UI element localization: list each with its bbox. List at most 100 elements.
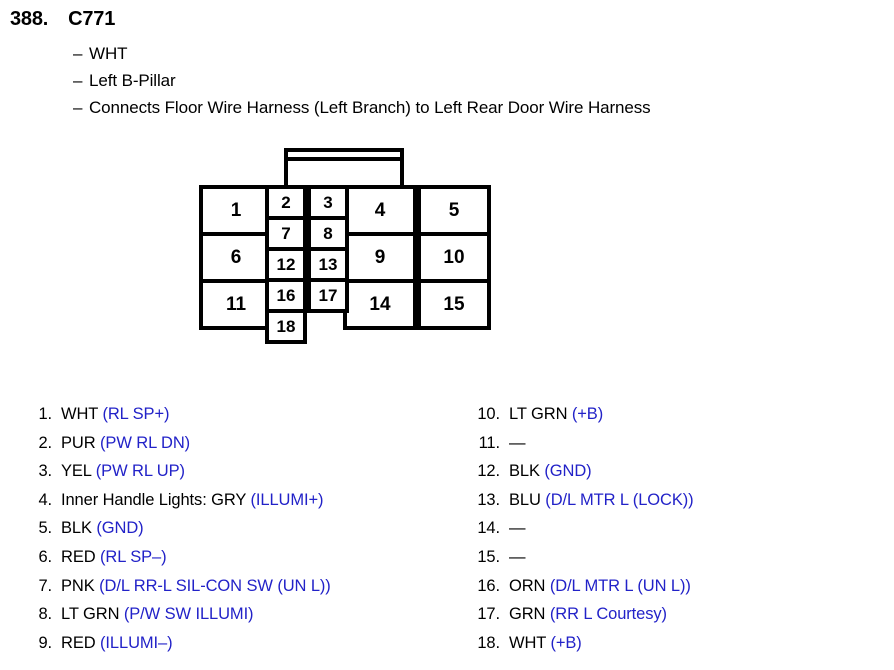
connector-pin-7[interactable]: 7 (265, 216, 307, 251)
pin-signal-name: (P/W SW ILLUMI) (123, 605, 254, 624)
header-bullet-connects: –Connects Floor Wire Harness (Left Branc… (73, 98, 651, 118)
pin-number: 9. (38, 633, 52, 652)
dash-icon: – (73, 44, 83, 63)
pin-number: 11. (478, 433, 501, 452)
connector-pin-label: 2 (281, 192, 291, 212)
header-bullet-text: WHT (89, 44, 128, 63)
pin-number: 3. (38, 462, 52, 481)
pin-wire-color: RED (61, 547, 101, 566)
pin-number: 7. (38, 576, 52, 595)
pin-number: 17. (477, 605, 500, 624)
pin-number: 16. (477, 576, 500, 595)
connector-pin-10[interactable]: 10 (417, 232, 491, 283)
pin-unused-mark: — (509, 519, 526, 538)
connector-pin-label: 18 (276, 316, 296, 336)
connector-pin-label: 6 (230, 246, 242, 268)
pin-list-right-column: 10.LT GRN (+B) 11. — 12.BLK (GND)13.BLU (D/… (470, 400, 890, 657)
pin-signal-name: (+B) (550, 633, 582, 652)
connector-latch (284, 148, 404, 190)
entry-number: 388. (10, 8, 49, 30)
pin-signal-name: (RL SP–) (100, 547, 167, 566)
pin-list-item: 2. PUR (PW RL DN) (22, 429, 462, 458)
pin-list-item: 9. RED (ILLUMI–) (22, 629, 462, 658)
pin-number: 13. (477, 490, 500, 509)
pin-signal-name: (RL SP+) (102, 405, 170, 423)
pin-unused-mark: — (509, 433, 526, 452)
connector-pin-label: 9 (374, 246, 386, 268)
pin-list-item: 8.LT GRN (P/W SW ILLUMI) (22, 600, 462, 629)
pin-list-item: 12.BLK (GND) (470, 457, 890, 486)
pin-number: 10. (477, 405, 500, 423)
connector-pin-18[interactable]: 18 (265, 309, 307, 344)
header-bullet-color: –WHT (73, 44, 128, 64)
connector-pin-9[interactable]: 9 (343, 232, 417, 283)
connector-pin-5[interactable]: 5 (417, 185, 491, 236)
pin-list-item: 3.YEL (PW RL UP) (22, 457, 462, 486)
dash-icon: – (73, 98, 83, 117)
pin-list-left-column: 1.WHT (RL SP+) 2. PUR (PW RL DN) 3.YEL (PW … (22, 400, 462, 657)
connector-pin-17[interactable]: 17 (307, 278, 349, 313)
connector-pin-13[interactable]: 13 (307, 247, 349, 282)
pin-list-item: 1.WHT (RL SP+) (22, 400, 462, 429)
connector-pin-label: 3 (323, 192, 333, 212)
connector-pin-label: 12 (276, 254, 296, 274)
connector-pin-1[interactable]: 1 (199, 185, 273, 236)
pin-list-item: 14. — (470, 514, 890, 543)
pin-list-item: 16. ORN (D/L MTR L (UN L)) (470, 572, 890, 601)
connector-pin-16[interactable]: 16 (265, 278, 307, 313)
connector-pin-label: 8 (323, 223, 333, 243)
connector-pin-6[interactable]: 6 (199, 232, 273, 283)
connector-pin-12[interactable]: 12 (265, 247, 307, 282)
pin-signal-name: (PW RL UP) (95, 462, 185, 481)
pin-wire-color: GRN (509, 605, 550, 624)
connector-pin-15[interactable]: 15 (417, 279, 491, 330)
connector-pin-4[interactable]: 4 (343, 185, 417, 236)
connector-pin-label: 16 (276, 285, 296, 305)
pin-assignment-list: 1.WHT (RL SP+)2.PUR (PW RL DN)3.YEL (PW … (0, 400, 894, 670)
connector-pin-3[interactable]: 3 (307, 185, 349, 220)
header-bullet-text: Left B-Pillar (89, 71, 176, 90)
connector-pin-11[interactable]: 11 (199, 279, 273, 330)
connector-pin-2[interactable]: 2 (265, 185, 307, 220)
pin-wire-color: ORN (509, 576, 550, 595)
pin-number: 2. (38, 433, 52, 452)
connector-pin-label: 10 (443, 246, 465, 268)
pin-list-item: 17.GRN (RR L Courtesy) (470, 600, 890, 629)
pin-list-item: 15. — (470, 543, 890, 572)
connector-pin-8[interactable]: 8 (307, 216, 349, 251)
pin-signal-name: (ILLUMI–) (100, 633, 173, 652)
connector-pin-label: 5 (448, 199, 460, 221)
connector-latch-line (288, 157, 400, 161)
pin-wire-color: PNK (61, 576, 100, 595)
pin-wire-color: RED (61, 633, 101, 652)
pin-signal-name: (D/L MTR L (UN L)) (549, 576, 691, 595)
connector-pin-label: 7 (281, 223, 291, 243)
pin-signal-name: (+B) (571, 405, 604, 423)
pin-signal-name: (PW RL DN) (100, 433, 191, 452)
pin-signal-name: (D/L RR-L SIL-CON SW (UN L)) (99, 576, 331, 595)
pin-wire-color: BLK (509, 462, 545, 481)
pin-signal-name: (ILLUMI+) (250, 490, 324, 509)
connector-id: C771 (68, 8, 116, 30)
pin-list-item: 10.LT GRN (+B) (470, 400, 890, 429)
pin-unused-mark: — (509, 547, 526, 566)
connector-pin-14[interactable]: 14 (343, 279, 417, 330)
connector-pin-label: 17 (318, 285, 338, 305)
pin-wire-color: LT GRN (61, 605, 124, 624)
pin-wire-color: WHT (509, 633, 551, 652)
pin-wire-color: PUR (61, 433, 101, 452)
pin-list-item: 11. — (470, 429, 890, 458)
pin-number: 14. (477, 519, 500, 538)
pin-list-item: 7. PNK (D/L RR-L SIL-CON SW (UN L)) (22, 572, 462, 601)
page-title: 388. C771 (10, 8, 115, 31)
pin-number: 15. (477, 547, 500, 566)
connector-pin-label: 11 (225, 293, 247, 315)
pin-signal-name: (GND) (96, 519, 144, 538)
pin-number: 4. (38, 490, 52, 509)
pin-number: 6. (38, 547, 52, 566)
pin-number: 1. (38, 405, 52, 423)
pin-wire-color: Inner Handle Lights: GRY (61, 490, 251, 509)
pin-list-item: 13.BLU (D/L MTR L (LOCK)) (470, 486, 890, 515)
connector-pin-label: 13 (318, 254, 338, 274)
